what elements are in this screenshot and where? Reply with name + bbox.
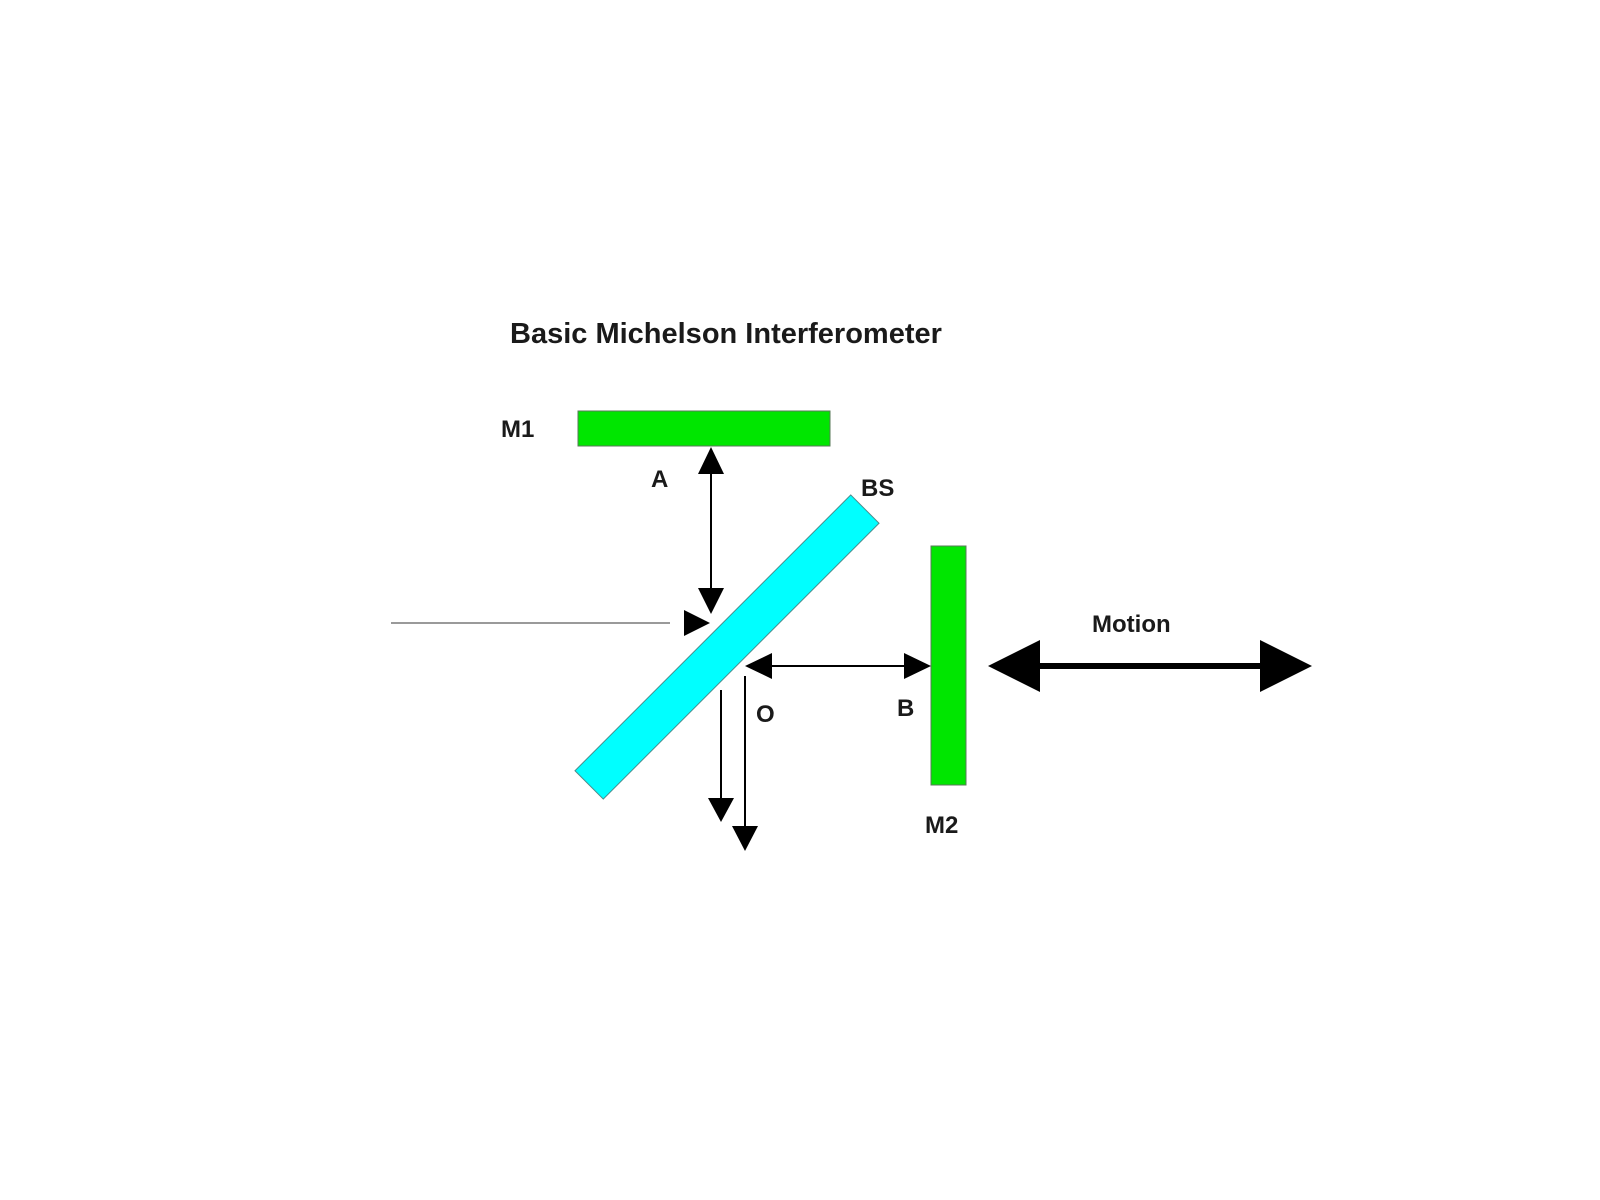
input-beam-arrowhead-tip (684, 610, 710, 636)
arm-a-down-arrowhead (698, 588, 724, 614)
mirror-m1 (577, 410, 831, 447)
label-b: B (897, 695, 914, 722)
arm-b-right-arrowhead (904, 653, 931, 679)
label-m1: M1 (501, 416, 534, 443)
arm-b-left-arrowhead (745, 653, 772, 679)
label-a: A (651, 466, 668, 493)
output-beam-1-arrowhead (708, 798, 734, 822)
beam-splitter (574, 494, 880, 800)
label-motion: Motion (1092, 611, 1171, 638)
label-bs: BS (861, 475, 894, 502)
motion-arrow-right-head (1260, 640, 1312, 692)
diagram-title: Basic Michelson Interferometer (510, 318, 942, 350)
motion-arrow-left-head (988, 640, 1040, 692)
mirror-m2 (930, 545, 967, 786)
label-o: O (756, 701, 775, 728)
output-beam-2-arrowhead (732, 826, 758, 851)
label-m2: M2 (925, 812, 958, 839)
arm-a-up-arrowhead (698, 447, 724, 474)
